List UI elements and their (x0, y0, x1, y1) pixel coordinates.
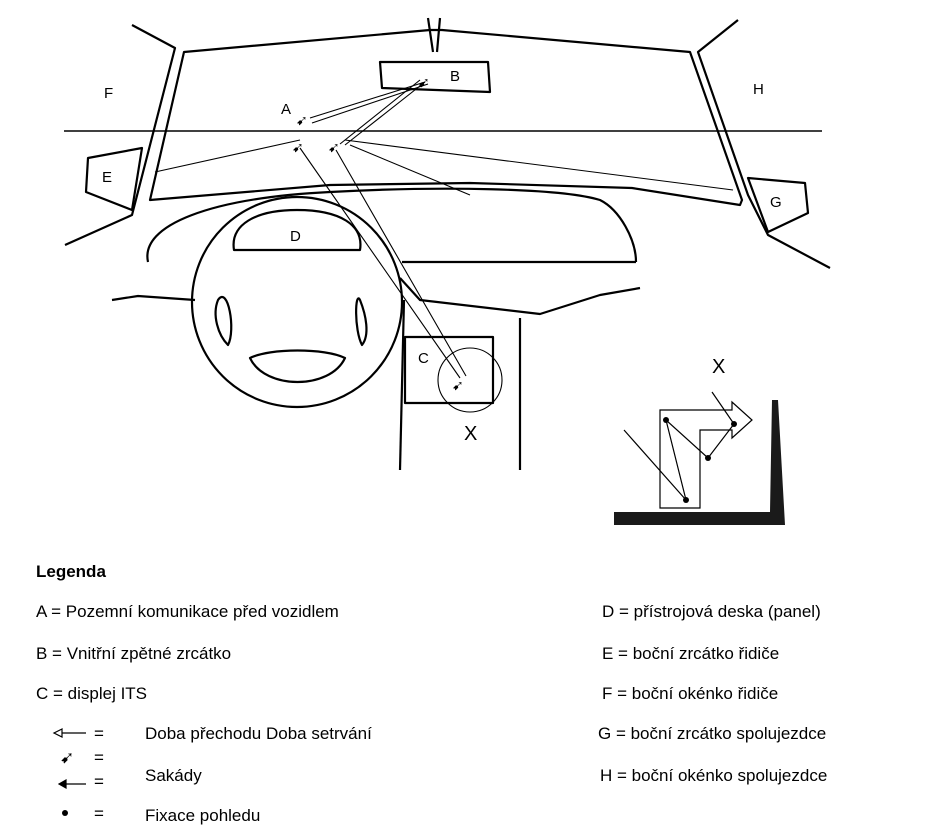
saccade-icon: ➹ (60, 748, 75, 768)
legend-title: Legenda (36, 562, 106, 581)
legend-item-c: C = displej ITS (36, 684, 148, 703)
wheel-hole-bottom (248, 349, 347, 384)
wheel-hole-right (355, 297, 368, 347)
dashboard (146, 187, 638, 263)
svg-text:➹: ➹ (328, 140, 340, 156)
inset-saccade-lines (623, 391, 735, 501)
svg-text:➹: ➹ (296, 113, 308, 129)
legend-eq: = (94, 748, 104, 767)
gaze-path-to-c (299, 147, 467, 379)
passenger-side-mirror (746, 176, 810, 234)
label-g: G (770, 194, 782, 211)
legend-eq: = (94, 724, 104, 743)
label-h: H (753, 81, 764, 98)
legend-item-a: A = Pozemní komunikace před vozidlem (36, 602, 339, 621)
label-a: A (281, 101, 291, 118)
label-x-main: X (464, 423, 477, 445)
center-console (398, 299, 406, 471)
legend-symbol-fixation: Fixace pohledu (145, 806, 261, 825)
instrument-cluster (232, 208, 362, 252)
legend-item-b: B = Vnitřní zpětné zrcátko (36, 644, 232, 663)
legend-eq: = (94, 772, 104, 791)
legend-item-e: E = boční zrcátko řidiče (602, 644, 780, 663)
right-a-pillar (696, 19, 831, 269)
label-f: F (104, 85, 113, 102)
label-b: B (450, 68, 460, 85)
solid-arrow-icon (58, 778, 86, 790)
cockpit-gaze-diagram: ➹ ➹ ➹ ➹ ➹ A B C D E F G H X X (64, 17, 831, 525)
fixation-dot-icon (731, 421, 737, 427)
legend-item-h: H = boční okénko spolujezdce (600, 766, 828, 785)
focus-circle (437, 347, 503, 413)
steering-wheel (190, 195, 404, 409)
gaze-path-road-to-b (339, 79, 426, 146)
fixation-dot-icon (62, 810, 68, 816)
label-e: E (102, 169, 112, 186)
svg-text:➹: ➹ (292, 140, 304, 156)
legend-symbol-saccade: Sakády (145, 766, 202, 785)
legend-item-g: G = boční zrcátko spolujezdce (598, 724, 827, 743)
inset-wall (614, 400, 785, 525)
driver-side-mirror (84, 146, 144, 212)
gaze-path-to-e (154, 139, 301, 173)
saccade-icon: ➹ ➹ ➹ ➹ ➹ (292, 75, 464, 394)
gaze-path-to-dash (349, 144, 471, 196)
rearview-mirror-stalk (426, 17, 442, 53)
its-display-box (403, 335, 495, 405)
svg-text:➹: ➹ (452, 378, 464, 394)
legend-eq: = (94, 804, 104, 823)
label-x-inset: X (712, 356, 725, 378)
inset-detail (614, 391, 785, 525)
windshield-frame (148, 28, 744, 207)
inset-fixation-path (659, 400, 753, 509)
legend-symbol-hollow-arrow: Doba přechodu Doba setrvání (145, 724, 372, 743)
dashboard-lower (111, 260, 641, 470)
hollow-arrow-icon (52, 728, 86, 738)
fixation-dot-icon (705, 455, 711, 461)
rearview-mirror (378, 60, 492, 94)
label-c: C (418, 350, 429, 367)
legend-item-d: D = přístrojová deska (panel) (602, 602, 821, 621)
svg-text:➹: ➹ (418, 75, 430, 91)
legend-item-f: F = boční okénko řidiče (602, 684, 779, 703)
gaze-path-a-to-b (309, 81, 429, 124)
wheel-hole-left (214, 295, 233, 347)
label-d: D (290, 228, 301, 245)
fixation-dot-icon (683, 497, 689, 503)
left-a-pillar (64, 24, 177, 247)
gaze-path-to-g (344, 139, 734, 191)
fixation-dot-icon (663, 417, 669, 423)
